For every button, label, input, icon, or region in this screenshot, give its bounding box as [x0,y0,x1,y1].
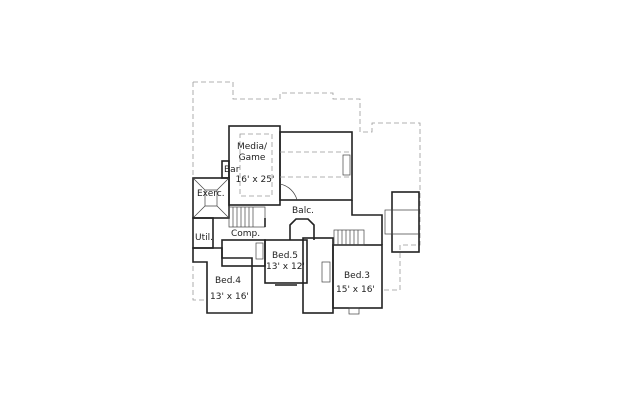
bed5-label: Bed.5 [272,251,298,261]
utility-label: Util. [195,233,213,243]
open-room [279,131,353,201]
balcony-label: Balc. [292,206,314,216]
media-label-2: Game [239,153,266,163]
stairs-right [333,229,365,246]
roof-outline [192,81,421,301]
bed4-label: Bed.4 [215,276,241,286]
computer-label: Comp. [231,229,260,239]
bed3-size: 15' x 16' [336,285,375,295]
media-ceiling-outline [239,133,273,197]
balcony-edge [264,200,383,245]
bay-window [289,218,315,240]
bed5-window [275,283,297,286]
bed4-size: 13' x 16' [210,292,249,302]
bed5-size: 13' x 12' [266,262,305,272]
bath-1 [221,239,266,267]
exercise-label: Exerc. [197,189,225,199]
hip-roof [192,177,230,219]
tub [321,261,331,283]
gazebo [384,191,420,253]
bed3-label: Bed.3 [344,271,370,281]
tub [255,242,264,260]
stairs-left [228,206,266,228]
door-swing [279,183,298,201]
bed3-fireplace [348,307,360,315]
media-label-1: Media/ [237,142,268,152]
media-size: 16' x 25' [236,175,275,185]
fireplace [342,154,351,176]
bar-label: Bar [224,165,240,175]
